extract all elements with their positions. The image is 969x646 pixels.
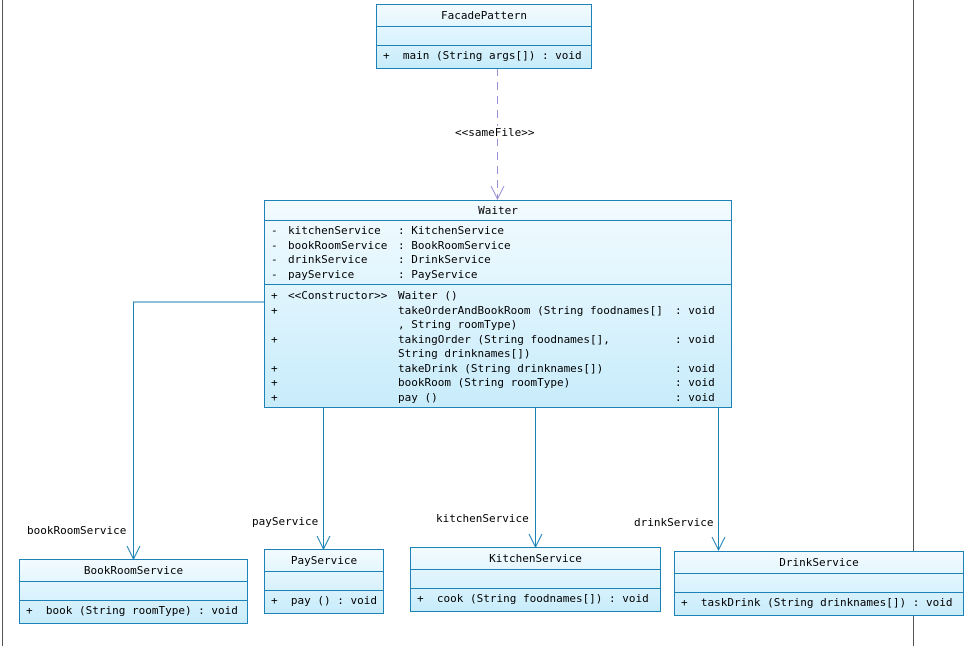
attribute-compartment <box>20 582 247 601</box>
dependency-stereotype-label: <<sameFile>> <box>455 126 535 139</box>
operation-compartment: +<<Constructor>>Waiter () +takeOrderAndB… <box>265 285 731 408</box>
bookroom-service-class[interactable]: BookRoomService + book (String roomType)… <box>19 559 248 624</box>
operation-cook: + cook (String foodnames[]) : void <box>417 592 649 605</box>
attribute-compartment <box>675 574 963 593</box>
facade-pattern-class[interactable]: FacadePattern + main (String args[]) : v… <box>376 4 592 69</box>
pay-service-class[interactable]: PayService + pay () : void <box>264 549 384 614</box>
association-bookroom-line[interactable] <box>133 301 265 559</box>
operation-row: +bookRoom (String roomType): void <box>271 376 715 389</box>
operation-pay: + pay () : void <box>271 594 377 607</box>
operation-book: + book (String roomType) : void <box>26 604 238 617</box>
operation-row: +takingOrder (String foodnames[], String… <box>271 332 715 361</box>
attribute-row: -payService: PayService <box>271 267 478 281</box>
dependency-arrowhead <box>490 185 505 201</box>
class-name: DrinkService <box>675 552 963 574</box>
association-drink-arrowhead <box>711 536 726 552</box>
attribute-compartment: -kitchenService: KitchenService -bookRoo… <box>265 221 731 285</box>
operation-taskdrink: + taskDrink (String drinknames[]) : void <box>681 596 953 609</box>
operation-main: + main (String args[]) : void <box>383 49 582 62</box>
kitchen-service-class[interactable]: KitchenService + cook (String foodnames[… <box>410 547 661 612</box>
attribute-row: -drinkService: DrinkService <box>271 253 491 266</box>
class-name: KitchenService <box>411 548 660 570</box>
drink-service-class[interactable]: DrinkService + taskDrink (String drinkna… <box>674 551 964 616</box>
class-name: FacadePattern <box>377 5 591 27</box>
class-name: Waiter <box>265 201 731 221</box>
role-label-kitchen: kitchenService <box>436 512 529 525</box>
attribute-row: -kitchenService: KitchenService <box>271 224 504 237</box>
waiter-class[interactable]: Waiter -kitchenService: KitchenService -… <box>264 200 732 408</box>
role-label-bookroom: bookRoomService <box>27 524 127 537</box>
role-label-drink: drinkService <box>634 516 714 529</box>
attribute-compartment <box>265 572 383 591</box>
attribute-row: -bookRoomService: BookRoomService <box>271 238 511 252</box>
class-name: PayService <box>265 550 383 572</box>
role-label-pay: payService <box>252 515 319 528</box>
operation-row: +pay (): void <box>271 390 715 404</box>
operation-row: +takeOrderAndBookRoom (String foodnames[… <box>271 303 715 332</box>
class-name: BookRoomService <box>20 560 247 582</box>
attribute-compartment <box>411 570 660 589</box>
operation-row: +takeDrink (String drinknames[]): void <box>271 361 715 375</box>
attribute-compartment <box>377 27 591 46</box>
operation-row: +<<Constructor>>Waiter () <box>271 289 458 302</box>
